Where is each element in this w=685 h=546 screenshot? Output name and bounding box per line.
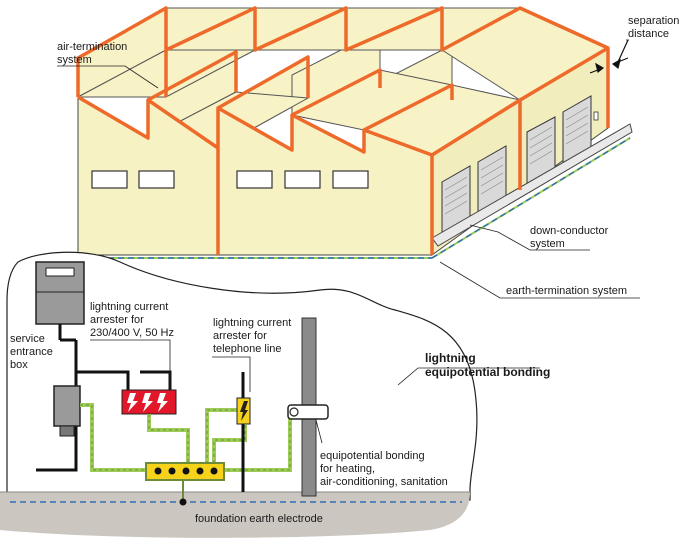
label-arrester-telephone: lightning current arrester for telephone… — [213, 317, 291, 355]
label-arrester-power: lightning current arrester for 230/400 V… — [90, 301, 174, 339]
label-line: air-termination — [57, 41, 127, 53]
label-line: distance — [628, 28, 669, 40]
label-line: entrance — [10, 346, 53, 358]
label-line: lightning — [425, 351, 476, 365]
label-line: telephone line — [213, 343, 282, 355]
service-pipe — [287, 317, 329, 497]
label-line: lightning current — [90, 301, 168, 313]
label-line: for heating, — [320, 463, 375, 475]
label-line: system — [57, 54, 92, 66]
label-line: service — [10, 333, 45, 345]
power-arrester — [121, 389, 177, 415]
label-line: arrester for — [213, 330, 267, 342]
building — [76, 6, 633, 259]
label-line: equipotential bonding — [425, 365, 550, 379]
service-entrance-box — [35, 261, 85, 385]
label-foundation-electrode: foundation earth electrode — [195, 513, 323, 525]
label-equipotential-heating: equipotential bonding for heating, air-c… — [320, 450, 448, 488]
label-separation-distance: separation distance — [628, 15, 679, 40]
window — [236, 170, 273, 189]
label-equipotential-bonding: lightning equipotential bonding — [425, 351, 550, 379]
window — [332, 170, 369, 189]
label-line: air-conditioning, sanitation — [320, 476, 448, 488]
label-line: box — [10, 359, 28, 371]
label-down-conductor: down-conductor system — [530, 225, 609, 250]
label-line: equipotential bonding — [320, 450, 425, 462]
label-service-entrance: service entrance box — [10, 333, 53, 371]
loading-ramp — [431, 123, 633, 247]
earth-termination-ring — [78, 137, 631, 259]
pipe-clamp-icon — [287, 404, 329, 420]
front-windows — [91, 170, 369, 189]
label-earth-termination: earth-termination system — [506, 285, 627, 297]
air-termination-conductors — [76, 6, 610, 255]
bonding-conductors-dash — [80, 404, 291, 471]
label-line: 230/400 V, 50 Hz — [90, 327, 174, 339]
label-line: lightning current — [213, 317, 291, 329]
label-line: arrester for — [90, 314, 144, 326]
window — [138, 170, 175, 189]
leader-lines — [57, 39, 640, 444]
ground-layer — [0, 491, 470, 538]
label-line: system — [530, 238, 565, 250]
label-line: separation — [628, 15, 679, 27]
separation-distance-marker — [589, 39, 629, 74]
label-air-termination: air-termination system — [57, 41, 127, 66]
main-fuse-box — [53, 385, 81, 427]
telephone-line — [236, 372, 251, 492]
label-line: down-conductor — [530, 225, 609, 237]
window — [284, 170, 321, 189]
equipotential-bonding-bar — [145, 462, 225, 506]
window — [91, 170, 128, 189]
